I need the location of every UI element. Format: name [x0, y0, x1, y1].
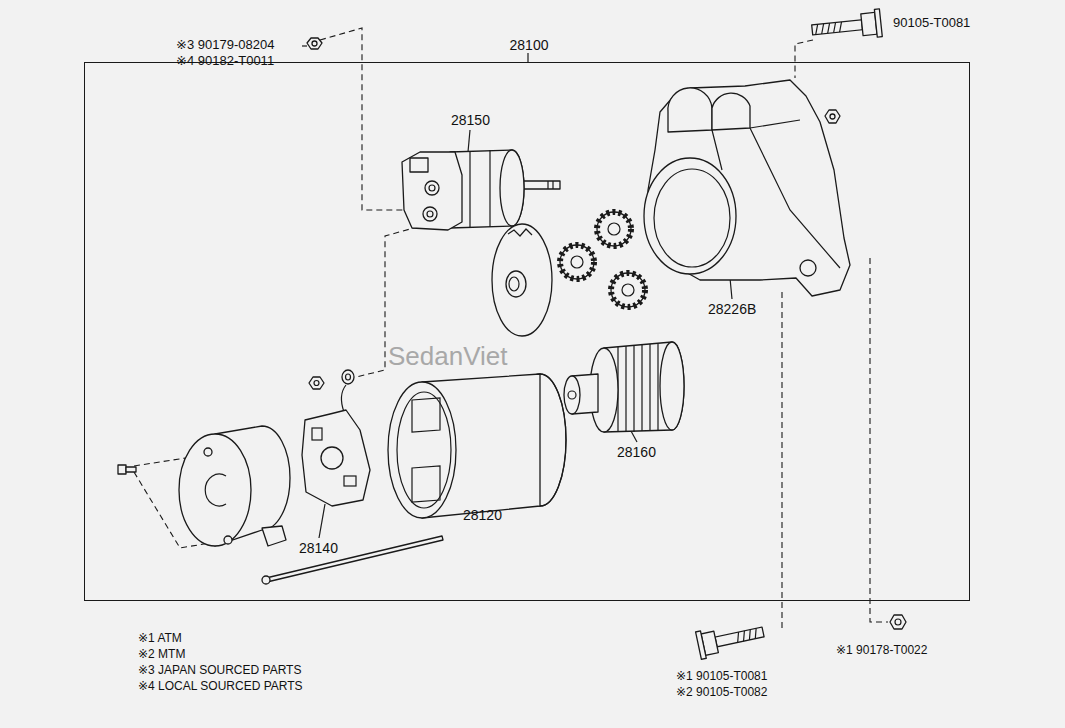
- note: ※1 ATM: [138, 632, 182, 646]
- part-number: ※1 90178-T0022: [836, 644, 927, 658]
- nut: [890, 615, 906, 629]
- screw: [118, 465, 136, 474]
- end-frame: [179, 426, 290, 546]
- assembly-number: 28100: [510, 37, 549, 53]
- assembly-frame: 28100: [84, 62, 970, 601]
- bolt: [696, 618, 766, 659]
- nut: [307, 38, 322, 49]
- callout-number: 28140: [299, 540, 338, 556]
- solenoid: [402, 150, 560, 230]
- plate: [492, 224, 552, 336]
- part-number: ※2 90105-T0082: [676, 686, 767, 700]
- nut-washer: [309, 370, 354, 389]
- part-number: ※1 90105-T0081: [676, 670, 767, 684]
- part-number: 90105-T0081: [893, 16, 970, 31]
- part-number: ※4 90182-T0011: [176, 54, 274, 69]
- callout-number: 28120: [463, 507, 502, 523]
- armature: [564, 342, 684, 432]
- planetary-gears: [560, 212, 645, 307]
- bolt: [811, 9, 883, 44]
- housing: [644, 80, 850, 296]
- callout-number: 28160: [617, 444, 656, 460]
- part-number: ※3 90179-08204: [176, 38, 274, 53]
- watermark: SedanViet: [388, 342, 508, 372]
- callout-number: 28226B: [708, 301, 756, 317]
- note: ※3 JAPAN SOURCED PARTS: [138, 664, 301, 678]
- callout-number: 28150: [451, 112, 490, 128]
- note: ※4 LOCAL SOURCED PARTS: [138, 680, 303, 694]
- note: ※2 MTM: [138, 648, 185, 662]
- leader-lines: [134, 28, 888, 628]
- through-bolt: [262, 536, 443, 584]
- brush-holder: [302, 385, 370, 506]
- yoke: [388, 374, 566, 518]
